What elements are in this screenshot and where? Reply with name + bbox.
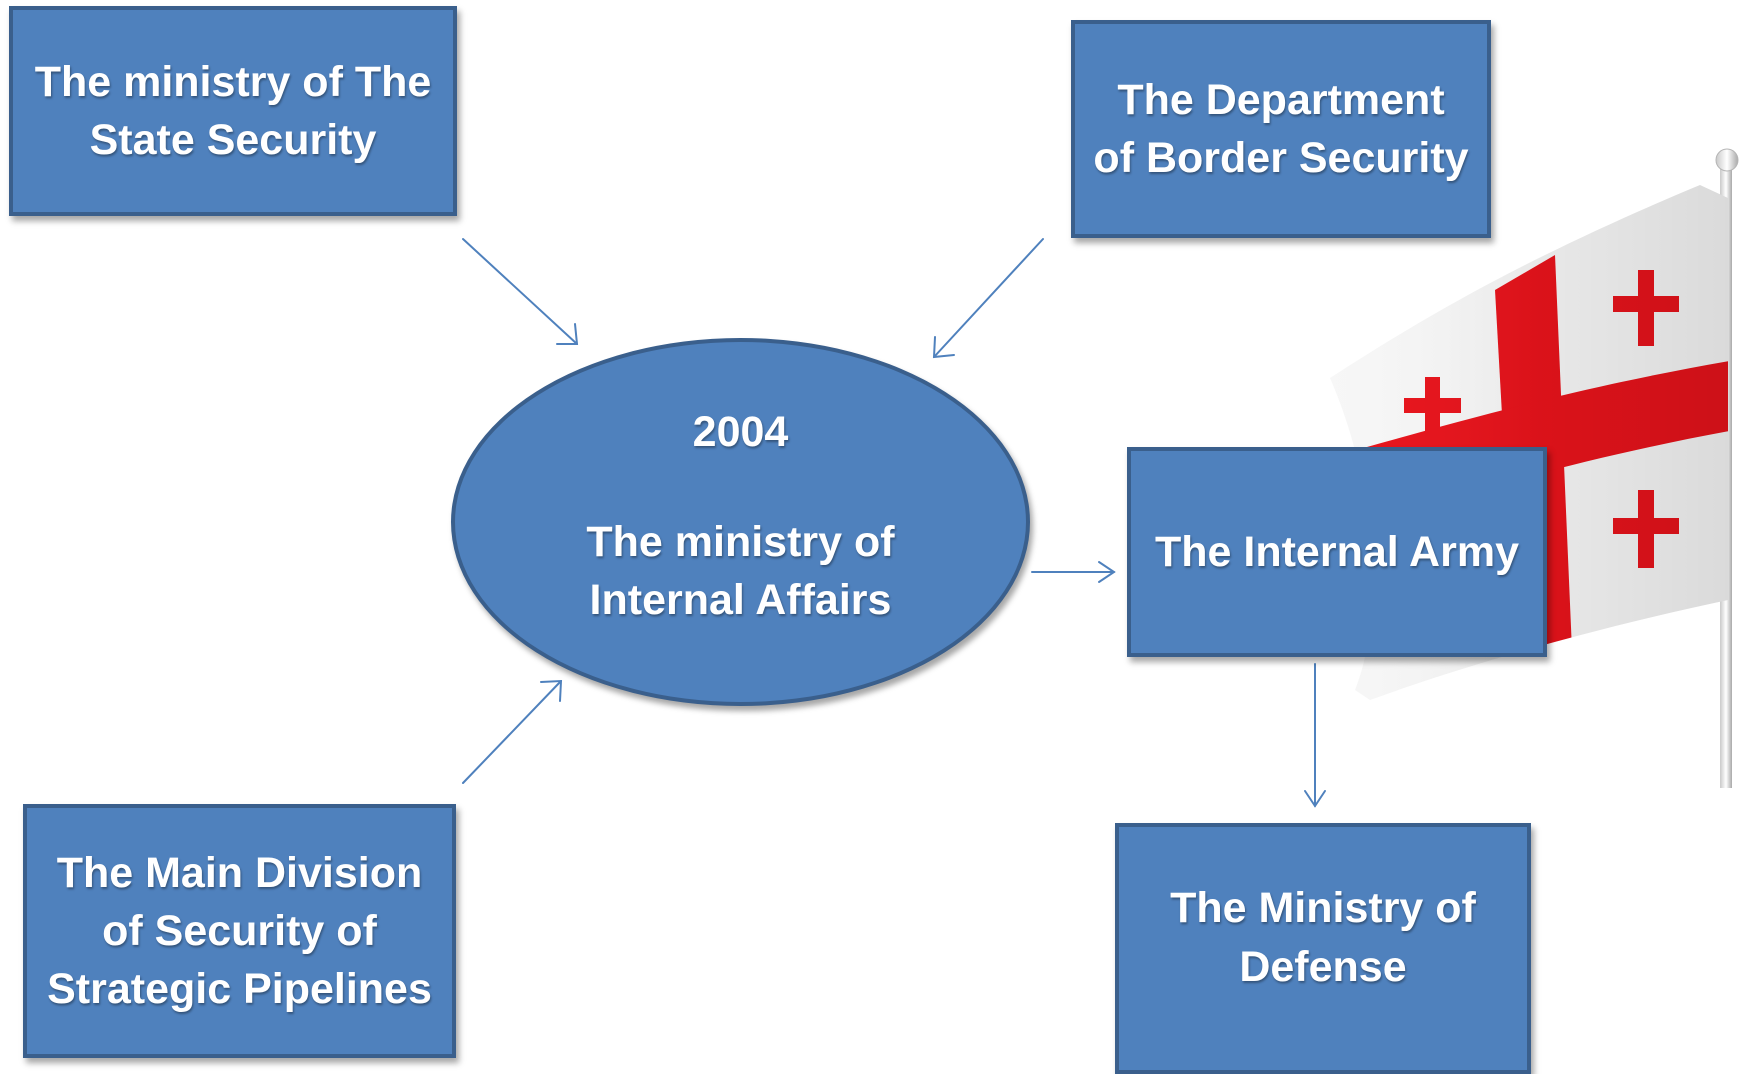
arrow-pipelines-to-center (462, 679, 563, 784)
ministry-of-defense-box: The Ministry of Defense (1115, 823, 1531, 1074)
center-label: The ministry of Internal Affairs (586, 518, 895, 625)
pipelines-security-box: The Main Division of Security of Strateg… (23, 804, 456, 1058)
flag-pole (1720, 168, 1732, 788)
state-security-label: The ministry of The State Security (34, 57, 432, 164)
internal-army-label: The Internal Army (1155, 527, 1519, 576)
internal-army-box: The Internal Army (1127, 447, 1547, 657)
ministry-of-defense-label: The Ministry of Defense (1170, 884, 1476, 991)
pipelines-security-label: The Main Division of Security of Strateg… (47, 848, 432, 1014)
border-security-label: The Department of Border Security (1093, 75, 1469, 182)
state-security-box: The ministry of The State Security (9, 6, 457, 216)
arrow-state-to-center (462, 238, 579, 345)
border-security-box: The Department of Border Security (1071, 20, 1491, 238)
flag-pole-top (1715, 148, 1739, 172)
arrow-border-to-center (932, 238, 1044, 359)
arrow-army-to-defense (1304, 663, 1326, 808)
internal-affairs-ellipse: 2004 The ministry of Internal Affairs (451, 338, 1030, 706)
arrow-center-to-army (1031, 561, 1116, 583)
center-year: 2004 (692, 407, 789, 456)
